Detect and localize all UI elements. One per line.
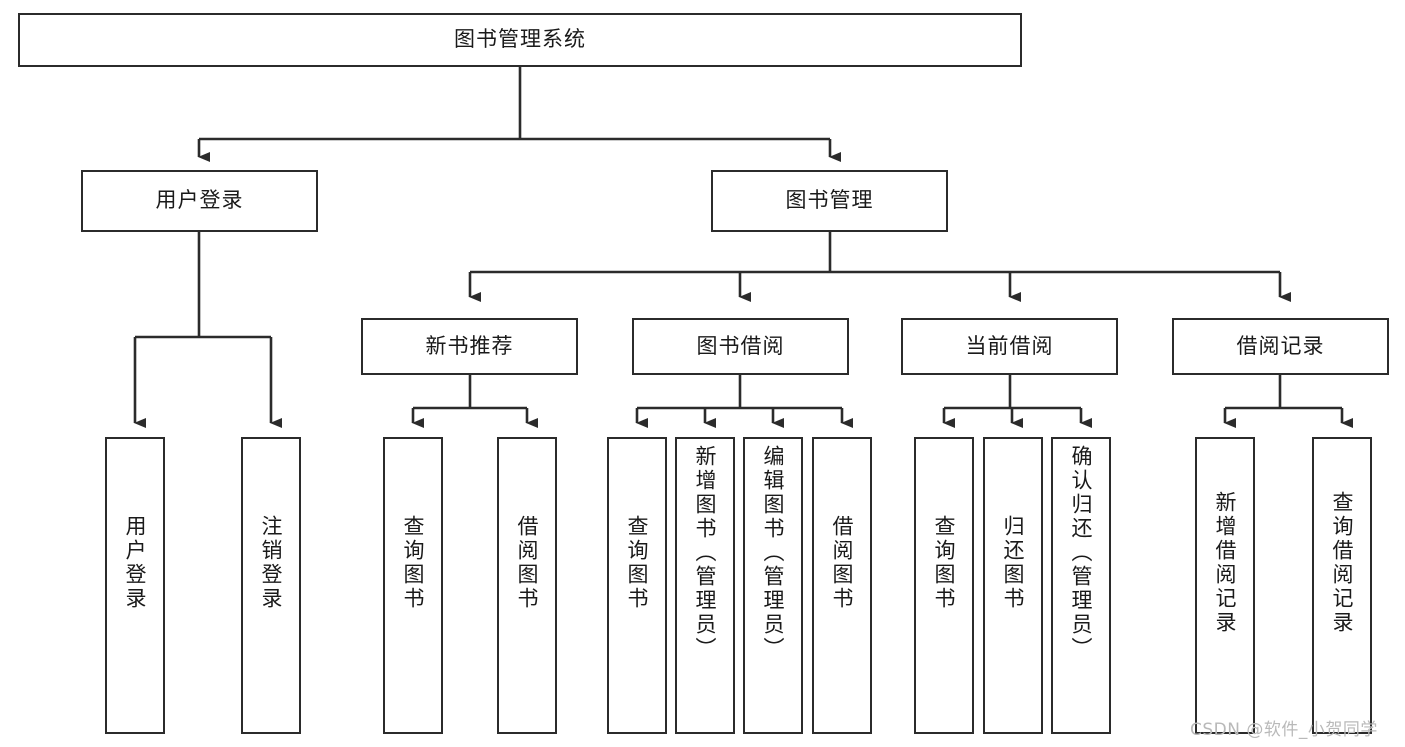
node-label: 编辑图书（管理员） <box>761 445 786 661</box>
leaf-current-confirm-return-admin[interactable]: 确认归还（管理员） <box>1051 437 1111 734</box>
leaf-borrow-borrow-book[interactable]: 借阅图书 <box>812 437 872 734</box>
node-label: 借阅记录 <box>1236 333 1325 358</box>
node-label: 新增图书（管理员） <box>693 445 718 661</box>
node-label: 查询图书 <box>401 515 426 611</box>
node-book-management[interactable]: 图书管理 <box>711 170 948 232</box>
node-label: 查询图书 <box>932 515 957 611</box>
leaf-record-add-record[interactable]: 新增借阅记录 <box>1195 437 1255 734</box>
node-current-borrow[interactable]: 当前借阅 <box>901 318 1118 375</box>
node-label: 确认归还（管理员） <box>1069 445 1094 661</box>
leaf-user-login-logout[interactable]: 注销登录 <box>241 437 301 734</box>
node-label: 图书管理系统 <box>454 27 586 52</box>
leaf-borrow-add-book-admin[interactable]: 新增图书（管理员） <box>675 437 735 734</box>
leaf-user-login-login[interactable]: 用户登录 <box>105 437 165 734</box>
leaf-new-book-borrow[interactable]: 借阅图书 <box>497 437 557 734</box>
node-book-borrow[interactable]: 图书借阅 <box>632 318 849 375</box>
node-label: 用户登录 <box>123 515 148 611</box>
node-label: 查询借阅记录 <box>1330 491 1355 635</box>
csdn-watermark: CSDN @软件_小贺同学 <box>1190 720 1378 740</box>
node-label: 图书管理 <box>785 188 874 213</box>
node-label: 借阅图书 <box>830 515 855 611</box>
node-root-system[interactable]: 图书管理系统 <box>18 13 1022 67</box>
node-label: 新书推荐 <box>425 333 514 358</box>
leaf-record-query-record[interactable]: 查询借阅记录 <box>1312 437 1372 734</box>
node-label: 新增借阅记录 <box>1213 491 1238 635</box>
leaf-borrow-edit-book-admin[interactable]: 编辑图书（管理员） <box>743 437 803 734</box>
node-label: 当前借阅 <box>965 333 1054 358</box>
node-new-book-recommend[interactable]: 新书推荐 <box>361 318 578 375</box>
leaf-current-return-book[interactable]: 归还图书 <box>983 437 1043 734</box>
node-label: 查询图书 <box>625 515 650 611</box>
leaf-new-book-query[interactable]: 查询图书 <box>383 437 443 734</box>
node-label: 图书借阅 <box>696 333 785 358</box>
node-label: 注销登录 <box>259 515 284 611</box>
leaf-borrow-query-book[interactable]: 查询图书 <box>607 437 667 734</box>
node-label: 用户登录 <box>155 188 244 213</box>
node-borrow-record[interactable]: 借阅记录 <box>1172 318 1389 375</box>
leaf-current-query-book[interactable]: 查询图书 <box>914 437 974 734</box>
node-user-login[interactable]: 用户登录 <box>81 170 318 232</box>
node-label: 借阅图书 <box>515 515 540 611</box>
node-label: 归还图书 <box>1001 515 1026 611</box>
